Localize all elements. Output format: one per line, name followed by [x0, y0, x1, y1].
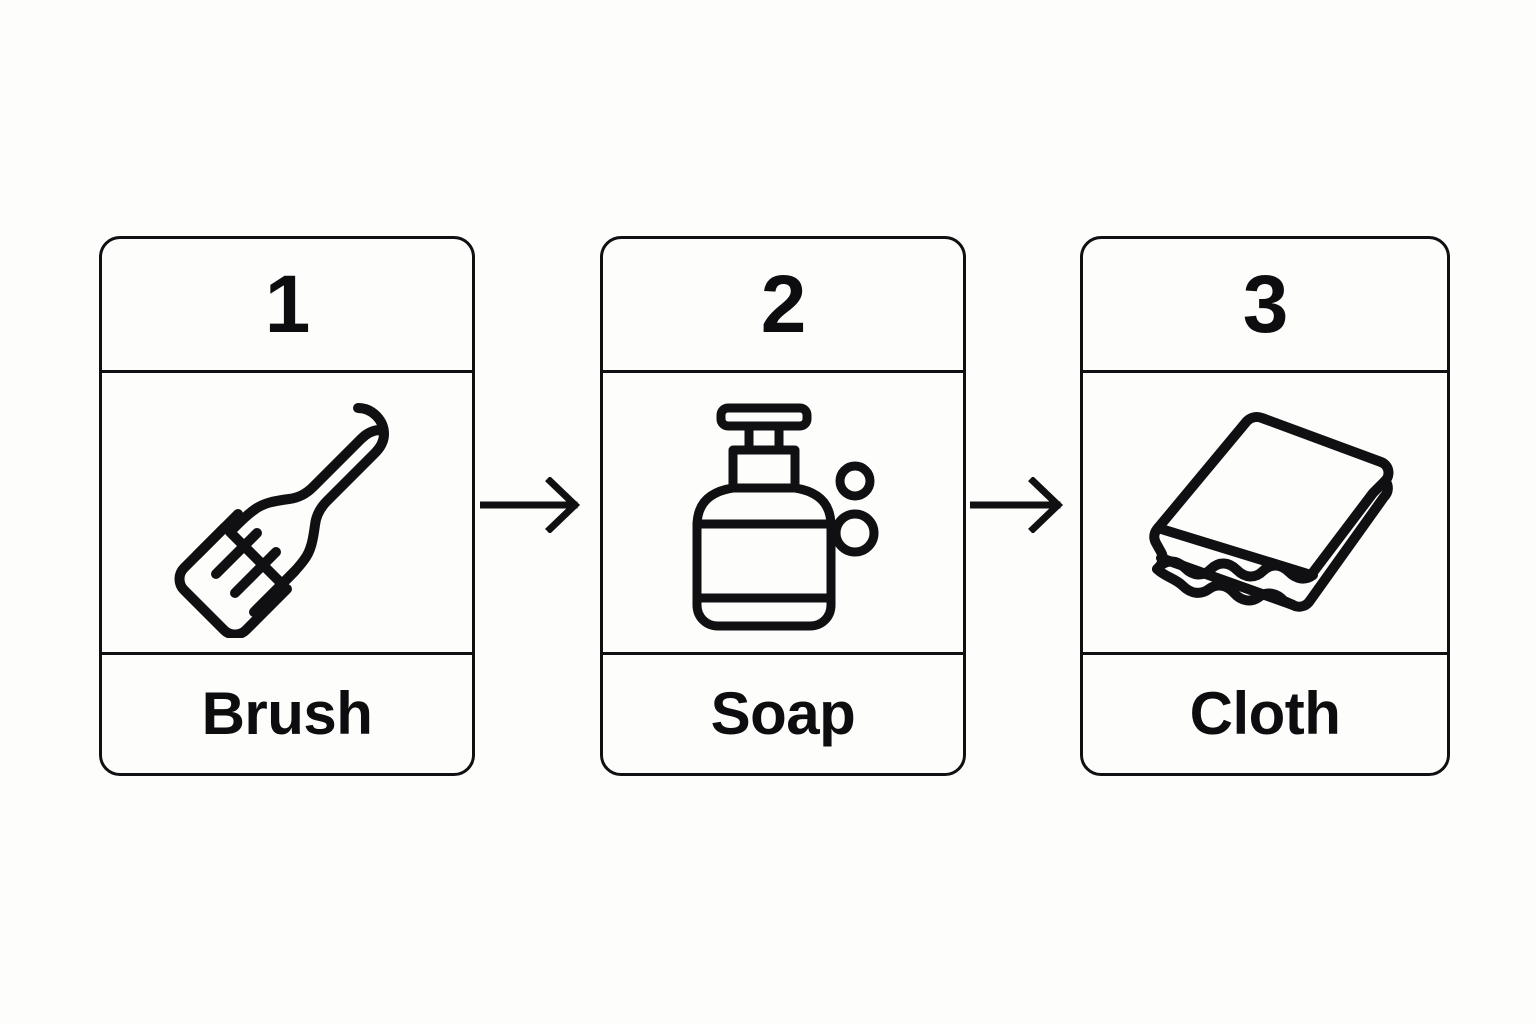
flow-arrow-2 [970, 477, 1078, 533]
step-card-3[interactable]: 3 Cloth [1080, 236, 1450, 776]
step-label-1: Brush [201, 680, 373, 747]
soap-bubble-small [835, 461, 875, 500]
step-card-1-header: 1 [102, 239, 472, 373]
step-label-3: Cloth [1189, 680, 1341, 747]
step-card-1-icon-area [102, 373, 472, 655]
step-card-2-icon-area [603, 373, 963, 655]
step-card-3-header: 3 [1083, 239, 1447, 373]
right-arrow-icon [480, 477, 581, 533]
step-card-2-footer: Soap [603, 655, 963, 773]
step-card-1-footer: Brush [102, 655, 472, 773]
step-number-3: 3 [1242, 258, 1289, 350]
soap-dispenser-icon [692, 403, 879, 630]
step-number-1: 1 [264, 258, 311, 350]
paintbrush-icon [174, 402, 389, 638]
step-card-1[interactable]: 1 Brush [99, 236, 475, 776]
soap-bubble-large [831, 509, 879, 556]
step-label-2: Soap [710, 680, 856, 747]
step-card-3-footer: Cloth [1083, 655, 1447, 773]
step-card-2-header: 2 [603, 239, 963, 373]
step-card-2[interactable]: 2 Soap [600, 236, 966, 776]
flow-arrow-1 [480, 477, 595, 533]
folded-cloth-icon [1148, 412, 1393, 612]
right-arrow-icon [970, 477, 1064, 533]
step-number-2: 2 [760, 258, 807, 350]
step-card-3-icon-area [1083, 373, 1447, 655]
